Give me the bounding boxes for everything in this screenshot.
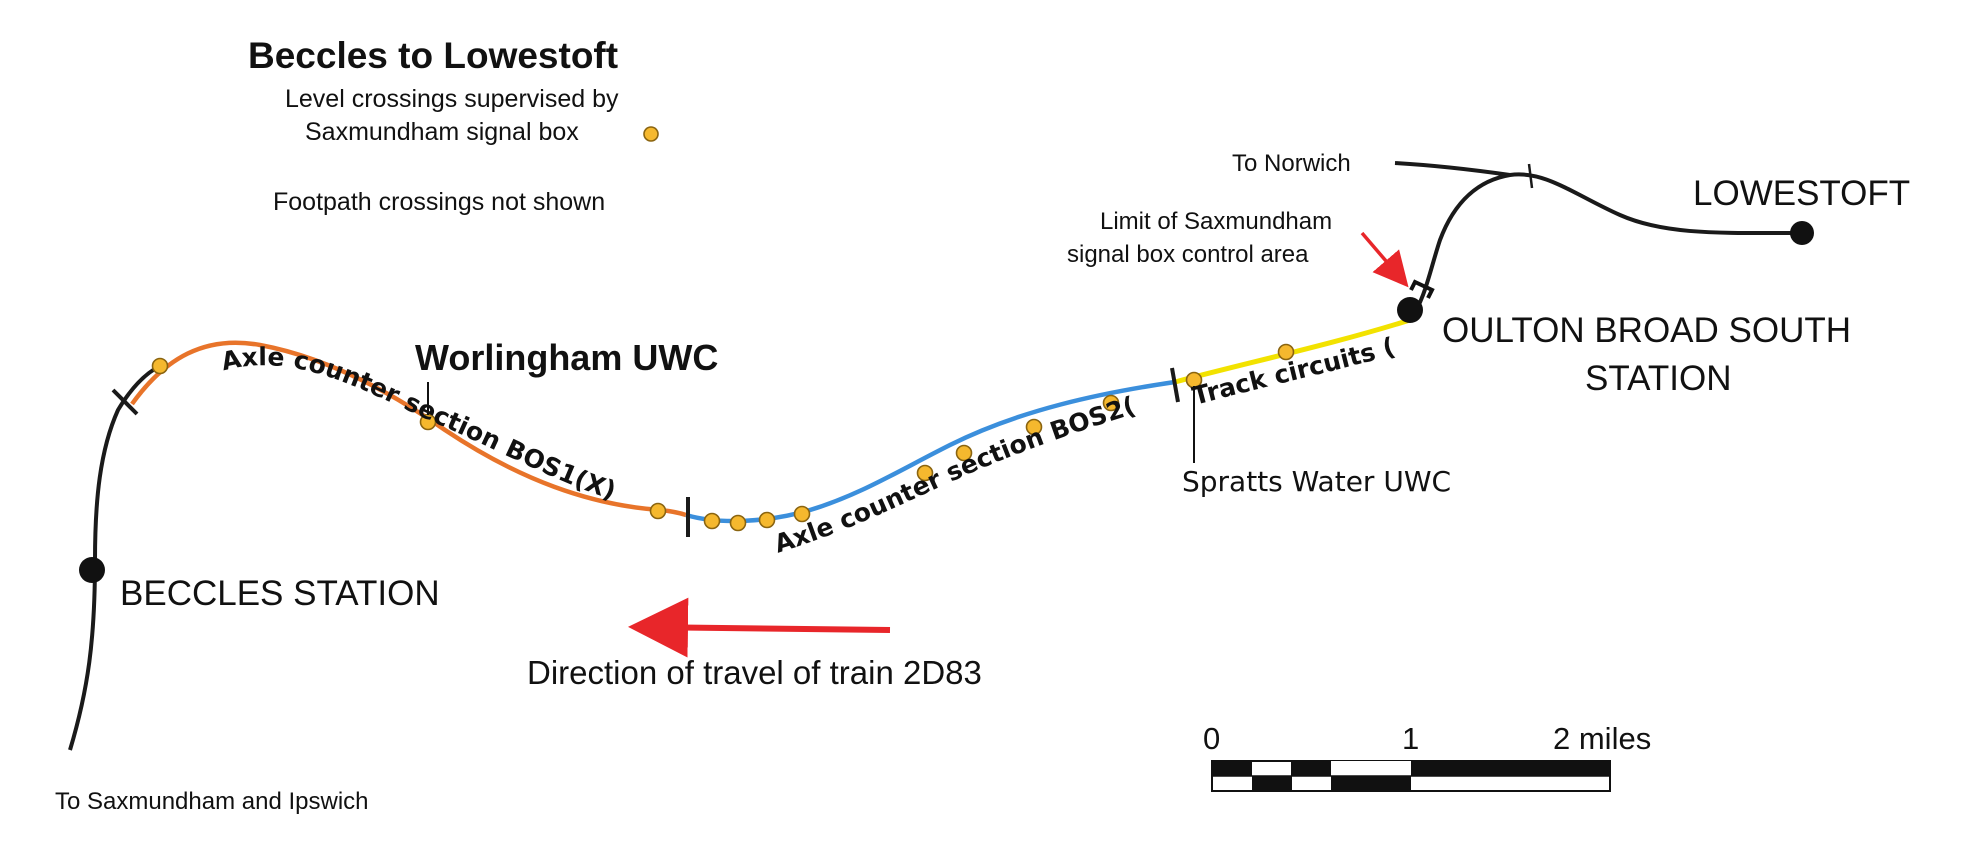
crossing-dot-icon: [1102, 394, 1120, 412]
crossing-dot-icon: [649, 502, 667, 520]
crossing-dot-icon: [1025, 418, 1043, 436]
limit-label-line-1: Limit of Saxmundham: [1100, 208, 1332, 235]
worlingham-uwc-label: Worlingham UWC: [415, 337, 718, 378]
line-to-lowestoft: [1408, 172, 1801, 322]
lowestoft-label: LOWESTOFT: [1693, 174, 1910, 213]
direction-label: Direction of travel of train 2D83: [527, 654, 982, 691]
legend-line-1: Level crossings supervised by: [285, 85, 619, 113]
section-boundary-marker: [111, 388, 139, 416]
crossing-dot-icon: [916, 464, 934, 482]
limit-arrow: [1360, 231, 1409, 288]
footpath-note: Footpath crossings not shown: [273, 188, 605, 216]
scale-bar: [1211, 760, 1611, 792]
beccles-station-label: BECCLES STATION: [120, 574, 440, 613]
crossing-dot-icon: [703, 512, 721, 530]
legend-crossing-dot-icon: [643, 126, 659, 142]
line-to-norwich: [1394, 161, 1511, 177]
legend-title: Beccles to Lowestoft: [248, 35, 618, 76]
line-to-saxmundham: [68, 364, 161, 751]
limit-label-line-2: signal box control area: [1067, 241, 1309, 268]
scale-label-1: 1: [1402, 721, 1419, 756]
junction-marker: [1527, 163, 1534, 189]
crossing-dot-icon: [758, 511, 776, 529]
crossing-dot-icon: [955, 444, 973, 462]
oulton-broad-station-marker: [1397, 297, 1423, 323]
to-saxmundham-label: To Saxmundham and Ipswich: [55, 788, 369, 815]
direction-arrow: [628, 597, 891, 658]
oulton-broad-label-line-2: STATION: [1585, 359, 1731, 398]
crossing-dot-icon: [793, 505, 811, 523]
crossing-dot-icon: [151, 357, 169, 375]
spratts-water-uwc-label: Spratts Water UWC: [1182, 465, 1451, 498]
to-norwich-label: To Norwich: [1232, 150, 1351, 177]
scale-label-0: 0: [1203, 721, 1220, 756]
crossing-dot-icon: [729, 514, 747, 532]
bos2-tc-boundary-marker: [1170, 367, 1180, 403]
scale-label-2: 2 miles: [1553, 721, 1651, 756]
crossing-dot-icon: [1277, 343, 1295, 361]
legend-line-2: Saxmundham signal box: [305, 118, 579, 146]
lowestoft-station-marker: [1790, 221, 1814, 245]
control-area-limit-bracket: [1409, 279, 1435, 299]
section-bos2-line: [685, 379, 1176, 524]
oulton-broad-label-line-1: OULTON BROAD SOUTH: [1442, 311, 1851, 350]
beccles-station-marker: [79, 557, 105, 583]
